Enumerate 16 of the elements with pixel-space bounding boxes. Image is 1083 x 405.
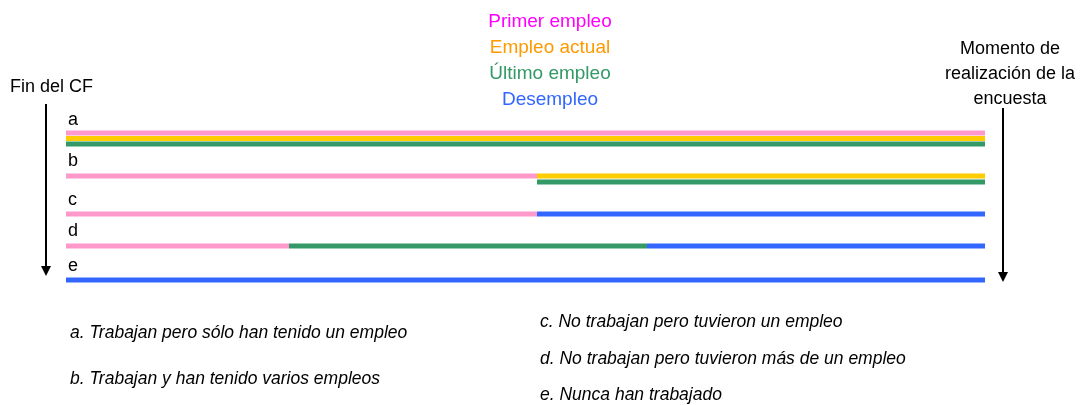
axis-label: Momento de realización de la encuesta xyxy=(943,37,1077,110)
note: b. Trabajan y han tenido varios empleos xyxy=(70,368,380,388)
axis-label: Fin del CF xyxy=(10,76,94,96)
note: a. Trabajan pero sólo han tenido un empleo xyxy=(70,322,408,342)
row-letter: e xyxy=(68,255,78,275)
row-letter: b xyxy=(68,150,78,170)
note: c. No trabajan pero tuvieron un empleo xyxy=(540,311,843,331)
row-letter: d xyxy=(68,220,78,240)
legend-entry: Primer empleo xyxy=(488,10,612,31)
row-letter: c xyxy=(68,189,77,209)
legend-entry: Empleo actual xyxy=(489,36,611,57)
legend-entry: Desempleo xyxy=(501,88,599,109)
legend-entry: Último empleo xyxy=(489,62,611,83)
note: d. No trabajan pero tuvieron más de un empleo xyxy=(540,348,906,368)
note: e. Nunca han trabajado xyxy=(540,384,722,404)
row-letter: a xyxy=(68,109,78,129)
